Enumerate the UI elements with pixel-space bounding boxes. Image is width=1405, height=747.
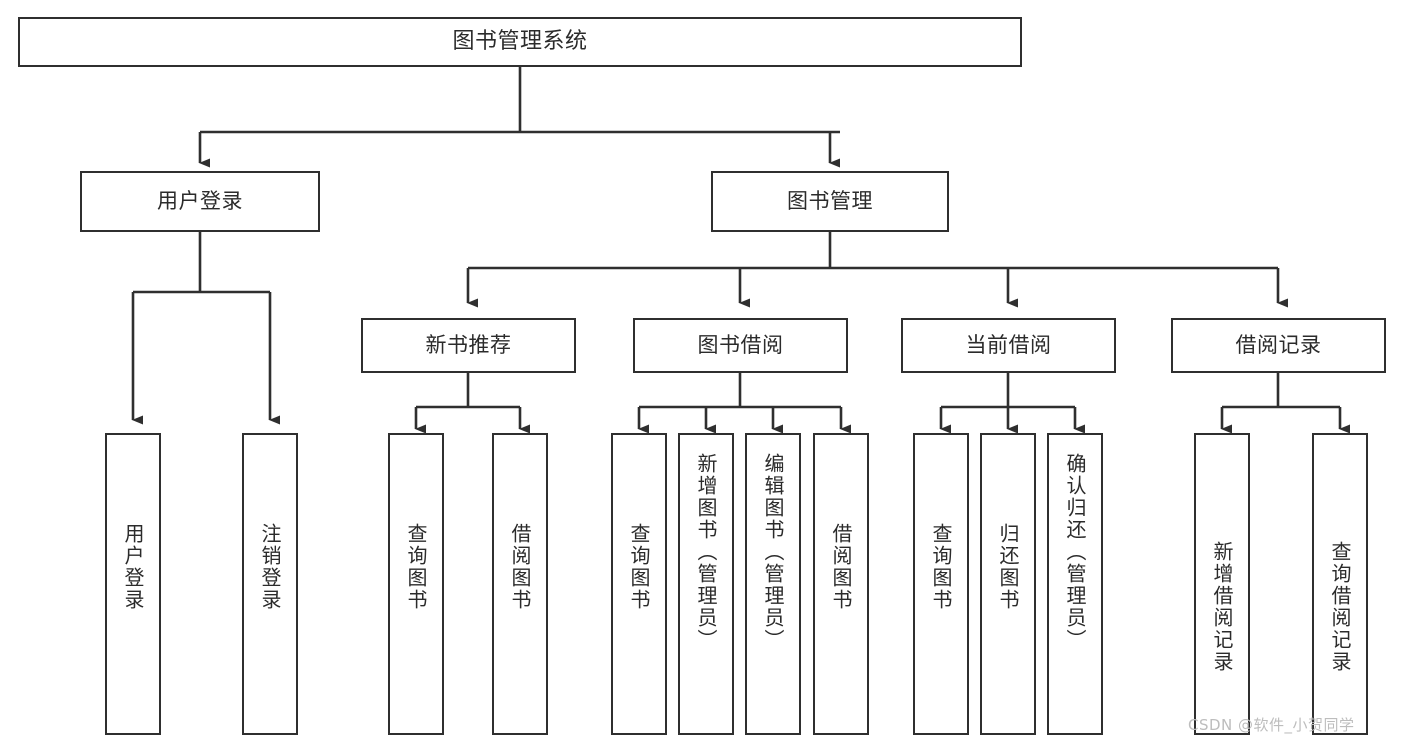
- node-root-library-system[interactable]: 图书管理系统: [18, 17, 1022, 67]
- node-label: 借阅记录: [1235, 333, 1322, 358]
- node-label: 图书借阅: [697, 333, 784, 358]
- leaf-return-books[interactable]: 归还图书: [980, 433, 1036, 735]
- node-label: 新书推荐: [425, 333, 512, 358]
- node-label: 查询图书: [404, 523, 428, 611]
- leaf-query-books-current[interactable]: 查询图书: [913, 433, 969, 735]
- node-label: 用户登录: [121, 523, 145, 611]
- node-book-borrow[interactable]: 图书借阅: [633, 318, 848, 373]
- node-label: 当前借阅: [965, 333, 1052, 358]
- node-label: 归还图书: [996, 523, 1020, 611]
- node-book-management[interactable]: 图书管理: [711, 171, 949, 232]
- node-label: 查询图书: [627, 523, 651, 611]
- node-label: 注销登录: [258, 523, 282, 611]
- leaf-borrow-books[interactable]: 借阅图书: [813, 433, 869, 735]
- leaf-confirm-return-admin[interactable]: 确认归还（管理员）: [1047, 433, 1103, 735]
- csdn-watermark: CSDN @软件_小贺同学: [1188, 716, 1355, 734]
- node-label: 查询借阅记录: [1328, 541, 1352, 673]
- leaf-query-borrow-record[interactable]: 查询借阅记录: [1312, 433, 1368, 735]
- node-label: 图书管理: [787, 189, 873, 214]
- leaf-edit-book-admin[interactable]: 编辑图书（管理员）: [745, 433, 801, 735]
- node-borrow-records[interactable]: 借阅记录: [1171, 318, 1386, 373]
- node-label: 借阅图书: [508, 523, 532, 611]
- node-label: 新增图书（管理员）: [694, 453, 718, 651]
- leaf-query-books-borrow[interactable]: 查询图书: [611, 433, 667, 735]
- leaf-user-logout[interactable]: 注销登录: [242, 433, 298, 735]
- node-label: 编辑图书（管理员）: [761, 453, 785, 651]
- node-user-login[interactable]: 用户登录: [80, 171, 320, 232]
- node-label: 用户登录: [157, 189, 243, 214]
- leaf-add-book-admin[interactable]: 新增图书（管理员）: [678, 433, 734, 735]
- node-current-borrow[interactable]: 当前借阅: [901, 318, 1116, 373]
- node-label: 新增借阅记录: [1210, 541, 1234, 673]
- leaf-add-borrow-record[interactable]: 新增借阅记录: [1194, 433, 1250, 735]
- leaf-borrow-books-recommend[interactable]: 借阅图书: [492, 433, 548, 735]
- node-label: 确认归还（管理员）: [1063, 453, 1087, 651]
- node-label: 借阅图书: [829, 523, 853, 611]
- leaf-user-login[interactable]: 用户登录: [105, 433, 161, 735]
- node-label: 图书管理系统: [452, 29, 588, 55]
- node-new-book-recommend[interactable]: 新书推荐: [361, 318, 576, 373]
- node-label: 查询图书: [929, 523, 953, 611]
- leaf-query-books-recommend[interactable]: 查询图书: [388, 433, 444, 735]
